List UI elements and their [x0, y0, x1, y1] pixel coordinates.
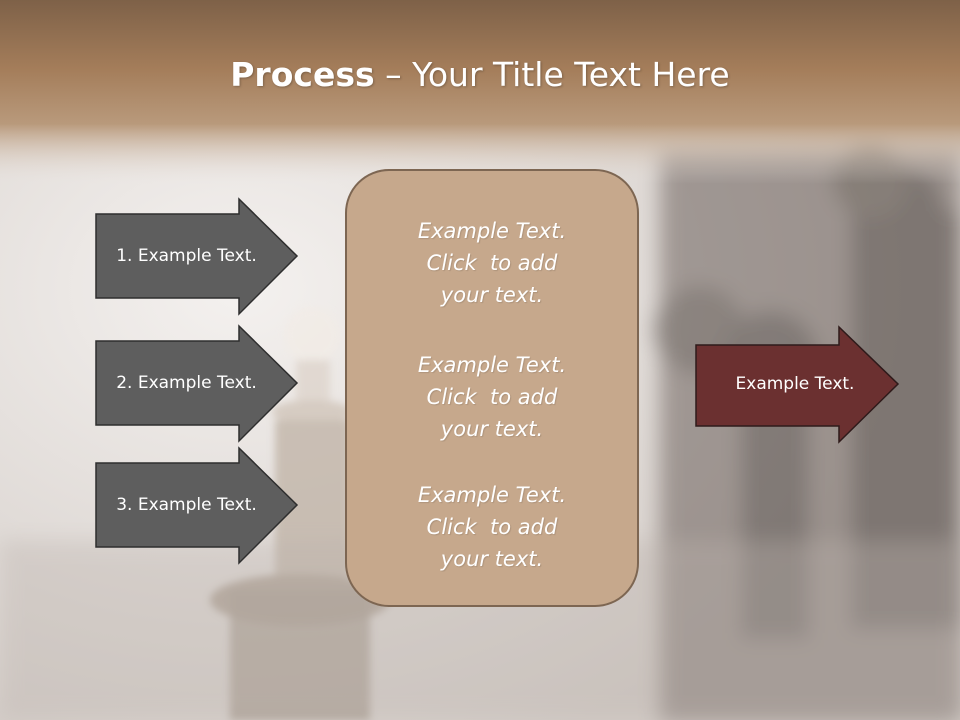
center-paragraph-1: Example Text. Click to add your text. — [347, 215, 637, 311]
right-arrow: Example Text. — [695, 325, 901, 444]
right-arrow-shape — [695, 325, 900, 444]
left-arrow-2-shape — [95, 324, 299, 443]
left-arrow-2-label: 2. Example Text. — [116, 373, 257, 393]
left-arrow-1-label: 1. Example Text. — [116, 246, 257, 266]
slide-title-rest: – Your Title Text Here — [374, 55, 730, 94]
center-paragraph-2-line-1: Example Text. — [417, 353, 567, 377]
left-arrow-3: 3. Example Text. — [95, 446, 299, 565]
left-arrow-1: 1. Example Text. — [95, 197, 299, 316]
center-paragraph-3: Example Text. Click to add your text. — [347, 479, 637, 575]
left-arrow-3-shape — [95, 446, 299, 565]
left-arrow-2: 2. Example Text. — [95, 324, 299, 443]
center-paragraph-1-line-2: Click to add — [426, 251, 558, 275]
left-arrow-3-label: 3. Example Text. — [116, 495, 257, 515]
center-paragraph-1-line-3: your text. — [440, 283, 544, 307]
slide-title-bold: Process — [230, 55, 375, 94]
center-paragraph-1-line-1: Example Text. — [417, 219, 567, 243]
left-arrow-1-shape — [95, 197, 299, 316]
slide-title: Process – Your Title Text Here — [0, 52, 960, 98]
center-paragraph-2: Example Text. Click to add your text. — [347, 349, 637, 445]
right-arrow-label: Example Text. — [735, 374, 855, 394]
center-paragraph-3-line-2: Click to add — [426, 515, 558, 539]
center-text-box: Example Text. Click to add your text. Ex… — [345, 169, 639, 607]
center-paragraph-3-line-1: Example Text. — [417, 483, 567, 507]
center-paragraph-2-line-3: your text. — [440, 417, 544, 441]
center-paragraph-2-line-2: Click to add — [426, 385, 558, 409]
center-paragraph-3-line-3: your text. — [440, 547, 544, 571]
